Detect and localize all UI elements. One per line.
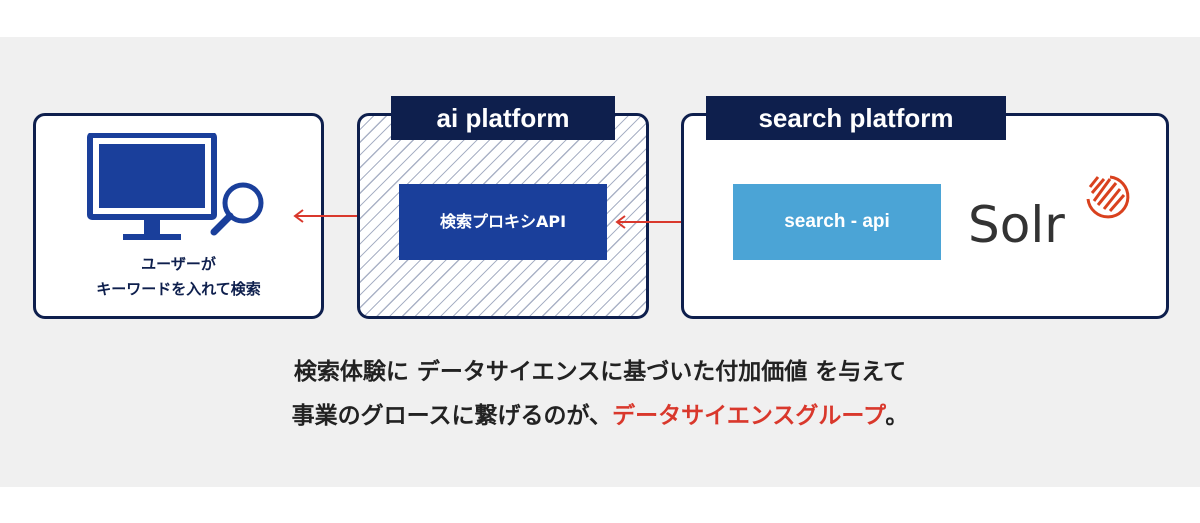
ai-platform-tab: ai platform (391, 96, 615, 140)
search-platform-tab: search platform (706, 96, 1006, 140)
user-caption-line-1: ユーザーが (141, 255, 216, 273)
solr-sun-icon (1086, 175, 1130, 219)
solr-logo-text: Solr (968, 196, 1065, 254)
solr-logo: Solr (968, 175, 1130, 254)
headline-line-2-suffix: 。 (885, 403, 909, 429)
headline-line-2: 事業のグロースに繋げるのが、データサイエンスグループ。 (0, 398, 1200, 434)
headline-line-1: 検索体験に データサイエンスに基づいた付加価値 を与えて (293, 359, 907, 385)
headline-highlight: データサイエンスグループ (612, 403, 886, 429)
magnifying-glass-icon (210, 182, 264, 236)
search-proxy-api-block: 検索プロキシAPI (399, 184, 607, 260)
search-api-block: search - api (733, 184, 941, 260)
headline-line-2-prefix: 事業のグロースに繋げるのが、 (291, 403, 613, 429)
desktop-monitor-icon (87, 133, 217, 240)
user-caption-line-2: キーワードを入れて検索 (96, 280, 261, 298)
